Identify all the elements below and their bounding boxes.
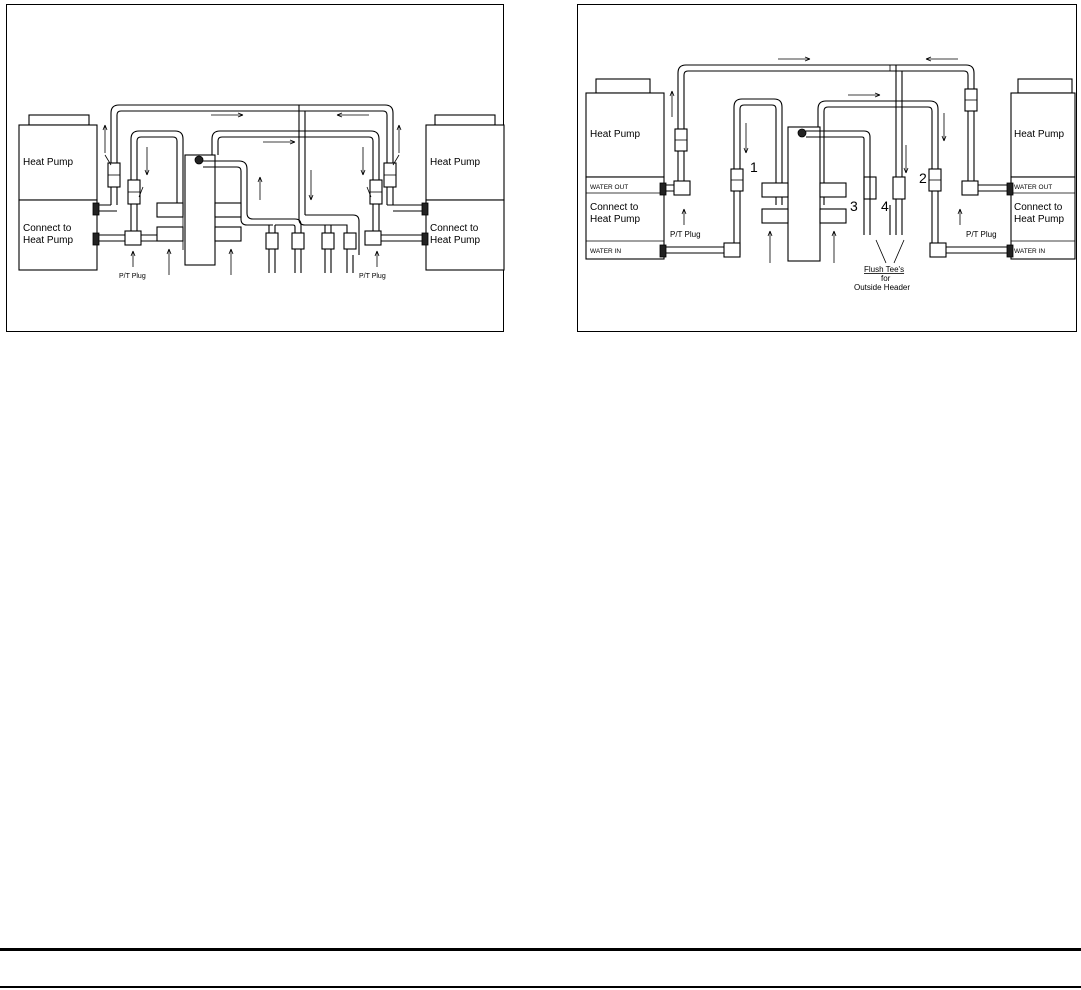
flush-tees-for-label: for xyxy=(881,274,891,283)
right-flow-center xyxy=(761,126,903,262)
right-unit-top-label: Heat Pump xyxy=(430,157,480,168)
right-unit-bottom-label-2: Heat Pump xyxy=(430,235,480,246)
right-right-heat-pump-unit: Heat Pump WATER OUT Connect to Heat Pump… xyxy=(1010,78,1076,260)
right-left-unit-water-in: WATER IN xyxy=(590,248,621,255)
left-unit-connector-pipes xyxy=(92,202,429,246)
left-unit-bottom-label-2: Heat Pump xyxy=(23,235,73,246)
left-pt-plug-label-b: P/T Plug xyxy=(359,273,386,280)
right-flow-arrows xyxy=(669,56,963,264)
right-right-unit-bottom-label-1: Connect to xyxy=(1014,202,1063,213)
left-unit-bottom-label-1: Connect to xyxy=(23,223,72,234)
left-flow-center xyxy=(156,154,275,266)
valve-number-1: 1 xyxy=(750,159,758,175)
right-isolation-valves xyxy=(674,88,978,200)
right-right-unit-water-out: WATER OUT xyxy=(1014,184,1052,191)
left-piping-diagram: Heat Pump Connect to Heat Pump Heat Pump… xyxy=(6,4,505,332)
left-isolation-valves xyxy=(104,154,400,205)
right-right-unit-top-label: Heat Pump xyxy=(1014,129,1064,140)
left-unit-top-label: Heat Pump xyxy=(23,157,73,168)
footer-rule-bottom xyxy=(0,986,1081,988)
valve-number-3: 3 xyxy=(850,198,858,214)
right-pt-plug-label-right: P/T Plug xyxy=(966,230,997,239)
right-left-unit-bottom-label-2: Heat Pump xyxy=(590,214,640,225)
right-pt-plug-label-left: P/T Plug xyxy=(670,230,701,239)
right-right-unit-water-in: WATER IN xyxy=(1014,248,1045,255)
left-pt-plug-label-a: P/T Plug xyxy=(119,273,146,280)
right-heat-pump-unit: Heat Pump Connect to Heat Pump xyxy=(425,114,505,271)
right-right-unit-bottom-label-2: Heat Pump xyxy=(1014,214,1064,225)
right-unit-connector-pipes xyxy=(659,180,1014,258)
right-inner-loops xyxy=(733,98,939,255)
flush-tees-outside-header-label: Outside Header xyxy=(854,283,910,292)
right-left-heat-pump-unit: Heat Pump WATER OUT Connect to Heat Pump… xyxy=(585,78,665,260)
left-heat-pump-unit: Heat Pump Connect to Heat Pump xyxy=(18,114,98,271)
left-return-loop-pipe xyxy=(130,130,380,245)
footer-rule-top xyxy=(0,948,1081,951)
right-diagram-drawing: Heat Pump WATER OUT Connect to Heat Pump… xyxy=(585,56,1076,292)
right-left-unit-water-out: WATER OUT xyxy=(590,184,628,191)
valve-number-4: 4 xyxy=(881,198,889,214)
left-diagram-drawing: Heat Pump Connect to Heat Pump Heat Pump… xyxy=(18,104,505,280)
right-left-unit-bottom-label-1: Connect to xyxy=(590,202,639,213)
right-left-unit-top-label: Heat Pump xyxy=(590,129,640,140)
left-flow-arrows xyxy=(102,112,402,275)
valve-number-2: 2 xyxy=(919,170,927,186)
flush-tees-label: Flush Tee's xyxy=(864,265,904,274)
right-unit-bottom-label-1: Connect to xyxy=(430,223,479,234)
left-flush-stubs xyxy=(265,218,357,273)
right-piping-diagram: Heat Pump WATER OUT Connect to Heat Pump… xyxy=(577,4,1077,332)
right-valve-numbers: 1 2 3 4 xyxy=(750,159,927,214)
